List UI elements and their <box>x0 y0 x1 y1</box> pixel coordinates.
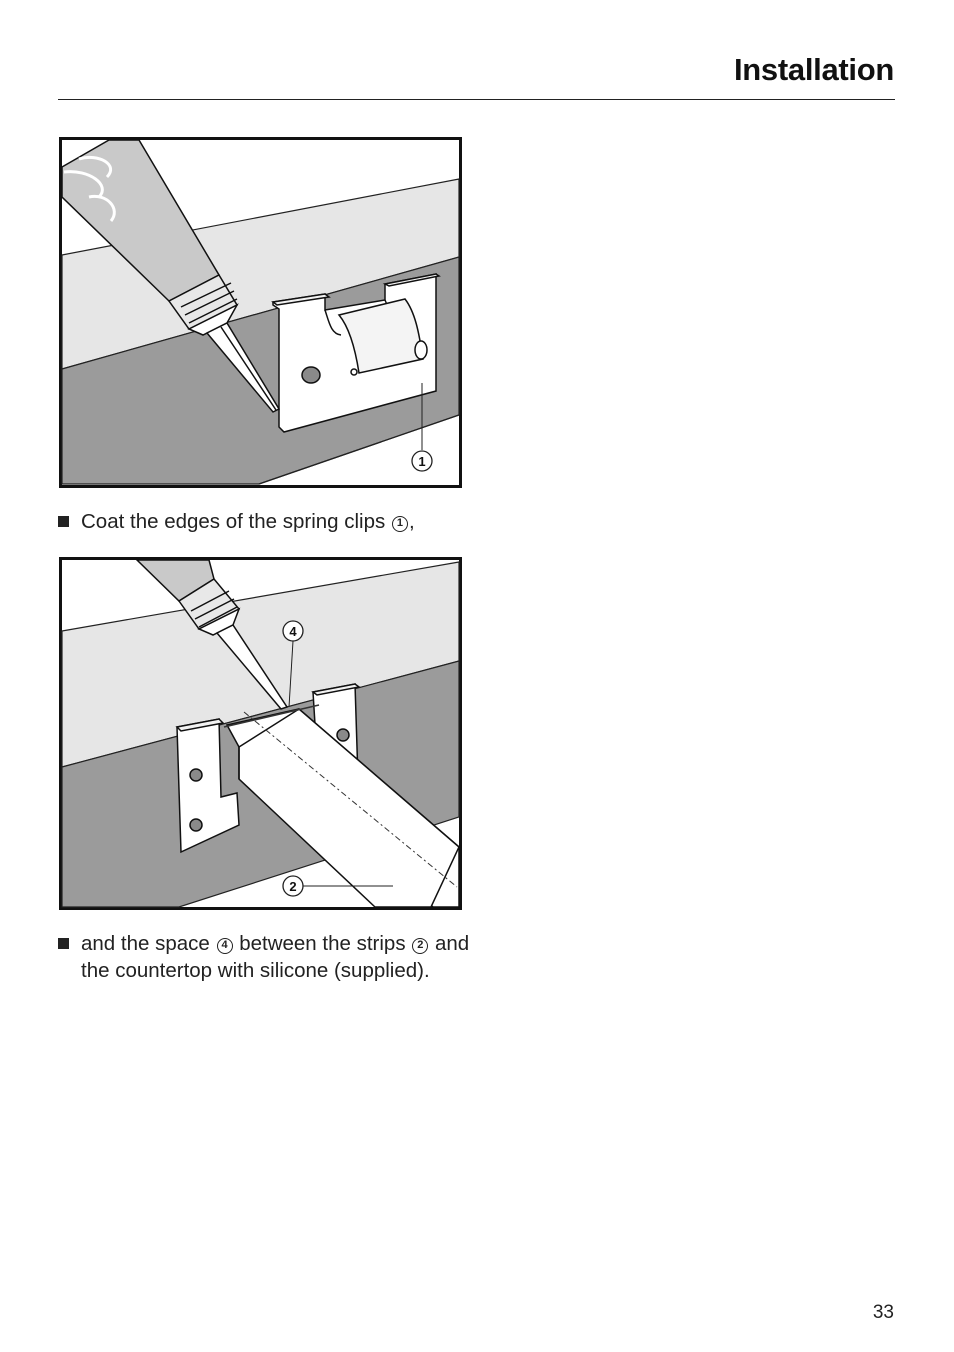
step-1-text: Coat the edges of the spring clips <box>81 510 386 533</box>
silicone-cartridge <box>61 139 281 413</box>
callout-2-ref: 2 <box>412 937 429 954</box>
callout-4 <box>282 620 304 642</box>
leader-line-4 <box>288 640 294 708</box>
bullet-icon <box>58 938 69 949</box>
step-1-text-after: , <box>408 510 415 533</box>
callout-1 <box>411 450 433 472</box>
header-divider <box>58 99 895 100</box>
page-title: Installation <box>733 52 894 87</box>
callout-4-label: 4 <box>289 624 297 639</box>
step-2-text-a: and the space <box>81 932 210 955</box>
page-number: 33 <box>872 1302 894 1323</box>
instruction-step-2: and the space 4 between the strips 2 and… <box>58 930 478 984</box>
spring-clip <box>271 273 441 433</box>
callout-4-ref: 4 <box>216 937 233 954</box>
silicone-cartridge <box>135 559 289 710</box>
callout-2 <box>282 875 304 897</box>
spring-clip-left <box>175 718 240 854</box>
instruction-step-1: Coat the edges of the spring clips 1, <box>58 508 478 535</box>
callout-2-label: 2 <box>289 879 296 894</box>
step-2-text-c: and the countertop with silicone (suppli… <box>81 932 470 982</box>
step-2-text-b: between the strips <box>239 932 406 955</box>
bullet-icon <box>58 516 69 527</box>
callout-1-label: 1 <box>418 454 425 469</box>
illustration-spring-clip: 1 <box>59 137 462 488</box>
illustration-strips: 4 2 <box>59 557 462 910</box>
strips <box>223 704 460 908</box>
callout-1-ref: 1 <box>391 515 408 532</box>
